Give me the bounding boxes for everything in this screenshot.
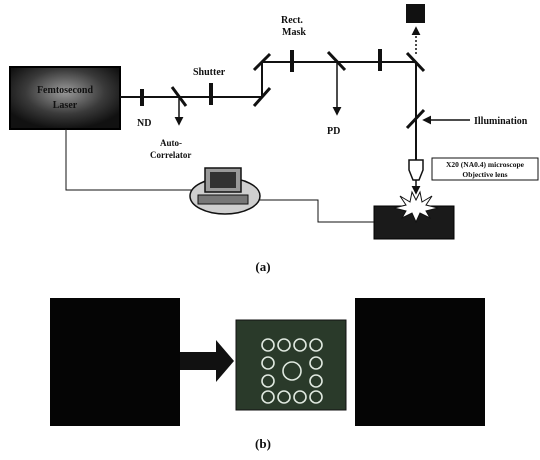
rect-mask [290,50,294,72]
illumination-splitter [405,108,426,130]
diffraction-pattern-image [235,319,347,411]
computer-icon [189,167,261,215]
rect-mask-label-line2: Mask [282,27,306,38]
objective-label-line1: X20 (NA0.4) microscope [446,160,525,169]
output-beam-image [355,298,485,426]
laser-label-line1: Femtosecond [37,85,94,96]
sample-sparkle [393,190,439,224]
transform-arrow [180,340,234,382]
autocorrelator-label-line1: Auto- [160,138,182,148]
laser-label-line2: Laser [53,100,78,111]
rect-mask-label-line1: Rect. [281,15,303,26]
beam-splitter-2 [326,50,347,72]
pd-label: PD [327,126,340,137]
objective-lens [408,159,424,181]
objective-label-line2: Objective lens [462,170,507,179]
femtosecond-laser [9,66,121,130]
beam-splitter-1 [170,86,188,107]
shutter [209,83,213,105]
input-beam-image [50,298,180,426]
diffraction-pattern [261,338,323,404]
panel-a-caption: (a) [255,259,270,274]
cable-computer-stage [258,199,374,223]
objective-label-box [431,157,539,181]
nd-filter [140,89,144,106]
illumination-label: Illumination [474,116,528,127]
panel-b-caption: (b) [255,436,271,451]
nd-label: ND [137,118,151,129]
autocorrelator-label-line2: Correlator [150,150,191,160]
filter-2 [378,49,382,71]
cable-laser-computer [65,129,195,191]
camera-detector [406,4,425,23]
panel-b: (b) [50,298,485,451]
panel-a: Femtosecond Laser ND Auto- Correlator Sh… [9,4,539,274]
shutter-label: Shutter [193,67,226,78]
